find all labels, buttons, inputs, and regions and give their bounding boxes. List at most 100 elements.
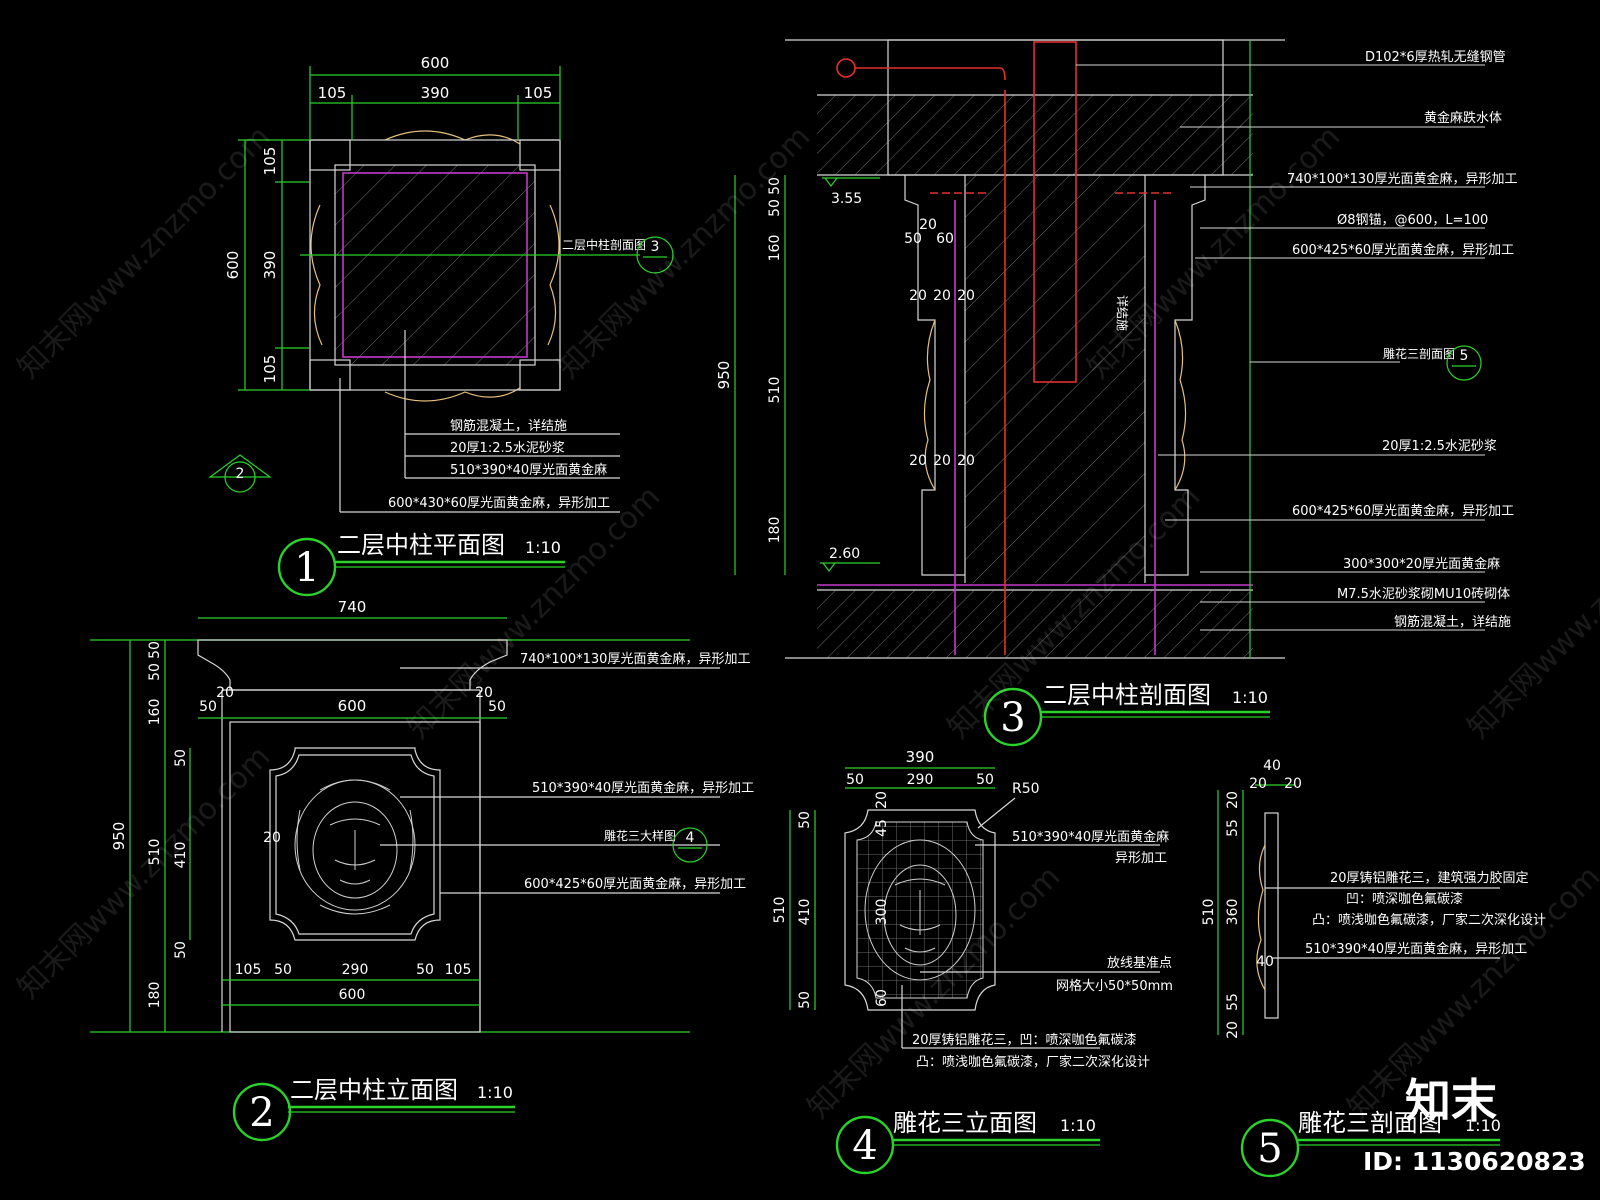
section-dim-f20: 20 xyxy=(933,453,951,469)
elev-dim-510: 510 xyxy=(147,839,163,866)
section-dim-b20: 20 xyxy=(933,288,951,304)
elev-dim-160: 160 xyxy=(147,699,163,726)
carving-section-relief xyxy=(1256,844,1266,991)
carving-scale: 1:10 xyxy=(1060,1116,1096,1135)
plan-title: 二层中柱平面图 xyxy=(337,531,505,559)
carving-section-dim-360: 360 xyxy=(1225,899,1241,926)
carving-section-dim-55a: 55 xyxy=(1225,819,1241,837)
elev-note-3: 600*425*60厚光面黄金麻，异形加工 xyxy=(524,876,746,892)
plan-corner-tr xyxy=(519,139,561,171)
elev-dim-w50l: 50 xyxy=(199,699,217,715)
section-level-bottom-mark xyxy=(820,562,880,572)
section-note-8: 300*300*20厚光面黄金麻 xyxy=(1343,556,1500,572)
section-dim-180: 180 xyxy=(767,517,783,544)
carving-section-view: 40 20 20 510 20 55 360 40 55 20 20厚铸铝雕花三… xyxy=(1201,758,1546,1178)
elev-dim-b290: 290 xyxy=(342,962,369,978)
plan-elevation-marker-num: 2 xyxy=(236,466,245,482)
carving-section-note-3: 凸：喷浅咖色氟碳漆，厂家二次深化设计 xyxy=(1312,912,1546,928)
elev-dim-950: 950 xyxy=(110,822,128,851)
carving-dim-top50r: 50 xyxy=(976,772,994,788)
carving-dim-r50: R50 xyxy=(1012,781,1040,797)
plan-finish-line xyxy=(342,172,528,358)
carving-section-scale: 1:10 xyxy=(1465,1116,1501,1135)
carving-section-note-4: 510*390*40厚光面黄金麻，异形加工 xyxy=(1305,941,1527,957)
product-id: ID: 1130620823 xyxy=(1363,1147,1586,1176)
section-title-num: 3 xyxy=(1000,695,1025,741)
carving-panel xyxy=(844,809,996,1011)
section-base-hatch xyxy=(817,590,1253,658)
plan-section-ref-label: 二层中柱剖面图 xyxy=(562,237,646,252)
section-ref-num: 5 xyxy=(1460,348,1469,364)
section-level-bottom: 2.60 xyxy=(829,546,860,562)
elev-title-num: 2 xyxy=(249,1090,274,1136)
plan-note-3: 510*390*40厚光面黄金麻 xyxy=(450,462,607,478)
plan-view: 600 105 390 105 600 105 390 105 二层中柱剖面图 … xyxy=(208,54,674,597)
section-steel-node xyxy=(836,58,856,78)
carving-section-dim-t40: 40 xyxy=(1263,758,1281,774)
plan-corner-br xyxy=(519,359,561,391)
section-dim-50b: 50 xyxy=(767,199,783,217)
section-steel-pipe xyxy=(1033,41,1077,383)
carving-view: 390 50 290 50 R50 510 50 410 50 20 45 30… xyxy=(772,748,1173,1175)
section-dim-w50: 50 xyxy=(904,231,922,247)
carving-section-title-num: 5 xyxy=(1257,1126,1282,1172)
section-ornament-left xyxy=(923,319,936,491)
section-note-5: 600*425*60厚光面黄金麻，异形加工 xyxy=(1292,242,1514,258)
section-dim-w60: 60 xyxy=(936,231,954,247)
carving-dim-i300: 300 xyxy=(874,899,890,926)
plan-note-2: 20厚1:2.5水泥砂浆 xyxy=(450,441,565,456)
carving-section-note-1: 20厚铸铝雕花三，建筑强力胶固定 xyxy=(1330,870,1529,886)
section-dim-510: 510 xyxy=(767,377,783,404)
plan-dim-left-top: 105 xyxy=(261,147,279,176)
elev-ref-num: 4 xyxy=(686,830,695,846)
section-note-9: M7.5水泥砂浆砌MU10砖砌体 xyxy=(1337,587,1510,602)
elev-dim-b50l: 50 xyxy=(274,962,292,978)
section-scale: 1:10 xyxy=(1232,688,1268,707)
plan-note-1: 钢筋混凝土，详结施 xyxy=(450,418,567,434)
watermark: 知末网www.znzmo.com xyxy=(1461,479,1600,745)
carving-note-6: 凸：喷浅咖色氟碳漆，厂家二次深化设计 xyxy=(916,1054,1150,1070)
section-dim-c20: 20 xyxy=(957,288,975,304)
section-note-1: D102*6厚热轧无缝钢管 xyxy=(1365,50,1506,65)
carving-section-dim-t20l: 20 xyxy=(1249,776,1267,792)
carving-title: 雕花三立面图 xyxy=(893,1109,1037,1137)
section-core-hatch xyxy=(965,175,1145,583)
plan-note-4: 600*430*60厚光面黄金麻，异形加工 xyxy=(388,495,610,511)
section-note-2: 黄金麻跌水体 xyxy=(1424,110,1502,126)
carving-note-1: 510*390*40厚光面黄金麻 xyxy=(1012,829,1169,845)
section-steel-hook xyxy=(855,67,1006,81)
carving-section-slab xyxy=(1264,812,1279,1019)
elev-dim-cap50b: 50 xyxy=(147,663,163,681)
carving-section-note-2: 凹：喷深咖色氟碳漆 xyxy=(1346,891,1463,907)
section-note-rules xyxy=(1076,64,1485,631)
carving-section-dim-40: 40 xyxy=(1256,954,1274,970)
plan-section-ref-num: 3 xyxy=(651,239,660,255)
section-ref-bubble xyxy=(1446,345,1482,381)
carving-note-4: 网格大小50*50mm xyxy=(1056,978,1173,994)
plan-title-num: 1 xyxy=(294,545,319,591)
carving-dim-390: 390 xyxy=(906,748,935,766)
plan-corner-tl xyxy=(309,139,351,171)
carving-note-3: 放线基准点 xyxy=(1107,956,1172,971)
section-dim-160: 160 xyxy=(767,235,783,262)
plan-dim-top-right: 105 xyxy=(524,84,553,102)
carving-note-5: 20厚铸铝雕花三，凹：喷深咖色氟碳漆 xyxy=(912,1032,1137,1048)
elev-dim-w20l: 20 xyxy=(216,685,234,701)
section-note-10: 钢筋混凝土，详结施 xyxy=(1394,614,1511,630)
carving-dim-top290: 290 xyxy=(907,772,934,788)
section-slab-top-hatch xyxy=(817,95,1253,175)
carving-lion xyxy=(864,839,976,981)
section-note-4: Ø8钢锚，@600，L=100 xyxy=(1337,213,1488,228)
elev-note-2: 510*390*40厚光面黄金麻，异形加工 xyxy=(532,780,754,796)
carving-section-dim-t20r: 20 xyxy=(1284,776,1302,792)
plan-dim-top-left: 105 xyxy=(318,84,347,102)
elev-dim-b105l: 105 xyxy=(235,962,262,978)
elev-title: 二层中柱立面图 xyxy=(290,1076,458,1104)
section-dim-w20top: 20 xyxy=(919,217,937,233)
elev-lion-carving xyxy=(294,779,416,915)
elev-note-1: 740*100*130厚光面黄金麻，异形加工 xyxy=(520,651,750,667)
section-dim-950: 950 xyxy=(715,361,733,390)
elev-dim-b600: 600 xyxy=(339,987,366,1003)
carving-dim-i60: 60 xyxy=(874,989,890,1007)
carving-dim-410: 410 xyxy=(797,899,813,926)
